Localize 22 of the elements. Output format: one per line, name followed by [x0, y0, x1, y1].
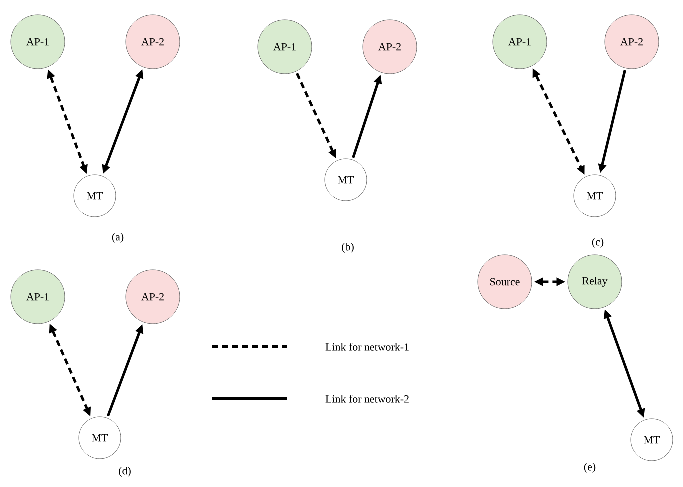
circle-node: AP-1: [492, 14, 548, 70]
circle-node: AP-1: [10, 270, 66, 324]
circle-node: AP-2: [126, 270, 180, 324]
circle-node: MT: [574, 174, 616, 218]
circle-node: MT: [74, 174, 116, 218]
circle-node: MT: [630, 418, 674, 462]
circle-node: AP-2: [604, 14, 660, 70]
panel-label: (a): [112, 233, 124, 243]
panel-label: (b): [342, 243, 354, 253]
circle-node: MT: [78, 416, 122, 460]
circle-node: AP-1: [10, 14, 66, 70]
legend-text: Link for network-2: [326, 395, 409, 403]
circle-node: AP-2: [126, 14, 180, 70]
panel-label: (e): [584, 463, 596, 473]
panel-label: (c): [592, 238, 604, 248]
circle-node: MT: [324, 158, 368, 202]
circle-node: Source: [478, 254, 532, 310]
circle-node: AP-2: [362, 20, 418, 74]
panel-label: (d): [119, 467, 131, 477]
circle-node: AP-1: [258, 20, 312, 74]
legend-text: Link for network-1: [326, 343, 409, 351]
circle-node: Relay: [568, 254, 622, 310]
